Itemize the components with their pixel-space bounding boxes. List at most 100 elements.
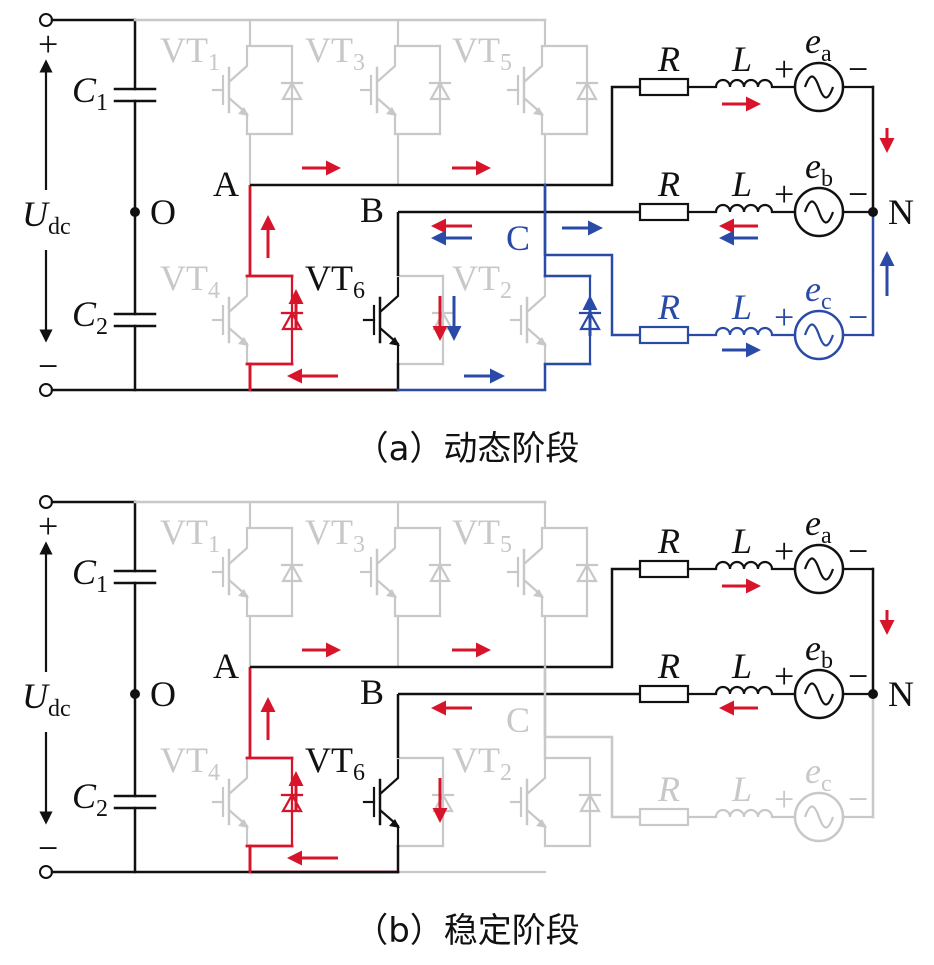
label-vt1-main: VT — [160, 30, 208, 70]
label-vt3: VT3 — [305, 30, 365, 76]
igbt-collector — [523, 46, 544, 83]
label-ea-main: e — [805, 21, 821, 61]
label-l-a: L — [731, 39, 752, 79]
label-eb: eb — [805, 628, 833, 674]
label-vt6-sub: 6 — [353, 760, 365, 786]
label-o-main: O — [150, 674, 176, 714]
igbt-collector — [228, 276, 249, 313]
igbt-collector — [376, 528, 397, 565]
label-l-c: L — [731, 287, 752, 327]
label-vt1-main: VT — [160, 512, 208, 552]
label-c1-main: C — [72, 552, 97, 592]
label-plus-c-main: + — [774, 779, 794, 819]
source-eb — [793, 668, 845, 720]
label-l-a: L — [731, 521, 752, 561]
label-ec-main: e — [805, 751, 821, 791]
label-minus-main: − — [38, 346, 58, 386]
label-r-c-main: R — [657, 769, 680, 809]
diode-triangle — [429, 562, 451, 583]
label-vt2: VT2 — [452, 258, 512, 304]
source-eb — [793, 186, 845, 238]
source-ea — [793, 61, 845, 113]
label-vt3-main: VT — [305, 512, 353, 552]
label-plus-b-main: + — [774, 656, 794, 696]
label-minus-b: − — [848, 656, 868, 696]
label-r-b-main: R — [657, 646, 680, 686]
label-r-b-main: R — [657, 164, 680, 204]
label-c2-main: C — [72, 776, 97, 816]
label-plus-b-main: + — [774, 174, 794, 214]
label-eb-sub: b — [821, 166, 833, 192]
inductor-b — [714, 685, 774, 695]
label-vt5: VT5 — [452, 30, 512, 76]
resistor-a — [638, 77, 690, 97]
source-sine — [803, 557, 835, 581]
label-vt3: VT3 — [305, 512, 365, 558]
label-node-c-main: C — [506, 218, 530, 258]
label-plus-c-main: + — [774, 297, 794, 337]
label-r-c: R — [657, 287, 680, 327]
vt6-igbt-conducting — [362, 758, 400, 848]
vt6-diode — [431, 274, 455, 366]
resistor-b — [638, 684, 690, 704]
label-l-a-main: L — [731, 39, 752, 79]
label-ea-sub: a — [821, 41, 832, 67]
label-node-n-main: N — [888, 674, 914, 714]
diode-triangle — [281, 80, 303, 101]
capacitor-c2 — [113, 794, 157, 810]
capacitor-c1 — [113, 87, 157, 103]
label-ec-sub: c — [821, 771, 832, 797]
label-plus-b: + — [774, 656, 794, 696]
label-vt2-main: VT — [452, 740, 500, 780]
igbt-collector — [228, 528, 249, 565]
vt4-diode-conducting — [280, 756, 304, 848]
neutral-n-dot — [868, 207, 878, 217]
phase-a-wire — [250, 85, 640, 187]
label-ea-sub: a — [821, 523, 832, 549]
label-vt3-sub: 3 — [353, 532, 365, 558]
label-plus-a-main: + — [774, 531, 794, 571]
vt1-cell-igbt — [211, 528, 249, 618]
label-minus-a-main: − — [848, 531, 868, 571]
vt2-igbt — [509, 276, 547, 366]
capacitor-c1 — [113, 569, 157, 585]
vt4-diode-conducting — [280, 274, 304, 366]
label-ec: ec — [805, 751, 832, 797]
label-node-c-main: C — [506, 700, 530, 740]
label-udc-main: U — [22, 194, 50, 234]
igbt-collector — [526, 276, 547, 313]
label-vt4-main: VT — [160, 258, 208, 298]
label-vt5-sub: 5 — [500, 50, 512, 76]
label-node-b-main: B — [360, 190, 384, 230]
label-r-a: R — [657, 39, 680, 79]
neutral-n-dot — [868, 689, 878, 699]
label-r-a: R — [657, 521, 680, 561]
label-udc: Udc — [22, 194, 71, 240]
label-c2-sub: 2 — [96, 314, 108, 340]
phase-a-wire — [250, 567, 640, 669]
label-vt1-sub: 1 — [208, 532, 220, 558]
label-plus: + — [38, 506, 58, 546]
label-vt4-sub: 4 — [208, 278, 220, 304]
label-o-main: O — [150, 192, 176, 232]
label-vt2-main: VT — [452, 258, 500, 298]
label-node-c: C — [506, 218, 530, 258]
source-sine — [803, 805, 835, 829]
label-l-b-main: L — [731, 164, 752, 204]
label-minus-b-main: − — [848, 174, 868, 214]
label-vt3-main: VT — [305, 30, 353, 70]
vt5-cell-igbt — [506, 528, 544, 618]
vt1-cell-diode — [280, 44, 304, 136]
panel-caption: （a）动态阶段 — [355, 429, 580, 469]
label-vt1-sub: 1 — [208, 50, 220, 76]
label-udc-sub: dc — [48, 696, 71, 722]
label-r-c-main: R — [657, 287, 680, 327]
label-plus-main: + — [38, 506, 58, 546]
vt2-diode — [578, 756, 602, 848]
label-minus-main: − — [38, 828, 58, 868]
label-node-n: N — [888, 674, 914, 714]
label-r-a-main: R — [657, 521, 680, 561]
igbt-collector — [228, 46, 249, 83]
source-sine — [803, 682, 835, 706]
